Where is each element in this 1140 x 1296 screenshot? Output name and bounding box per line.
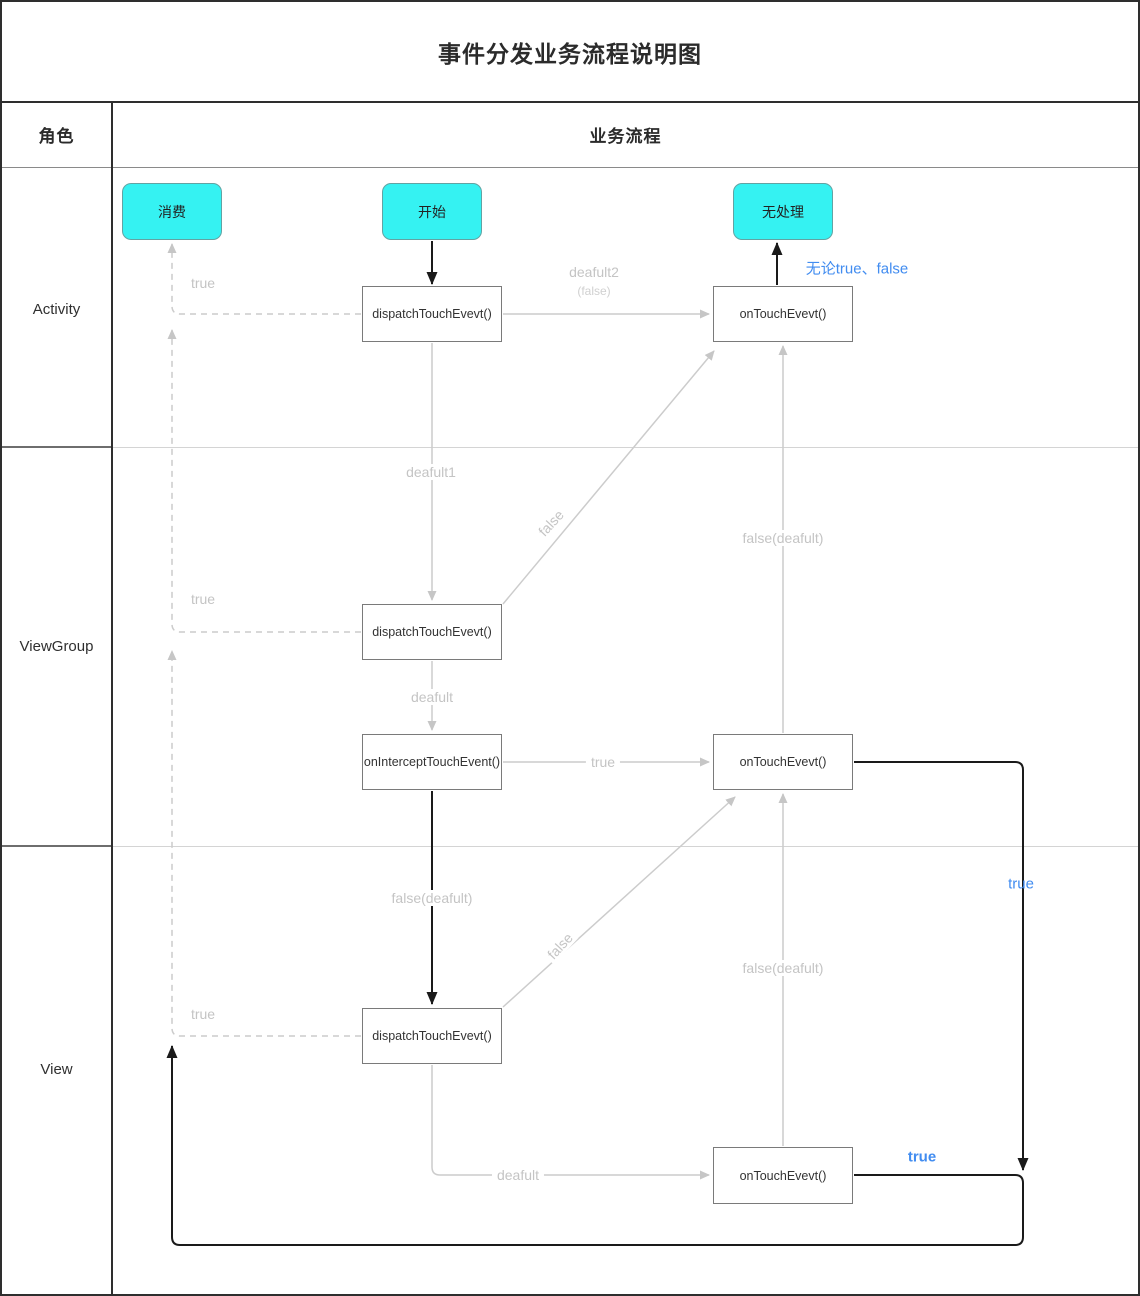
lane-divider-viewgroup-main xyxy=(113,846,1138,847)
node-viewgroup-intercept: onInterceptTouchEvent() xyxy=(362,734,502,790)
edge-view-dispatch-deafult-to-ontouch xyxy=(431,1065,710,1180)
lane-divider-viewgroup-left xyxy=(2,845,111,847)
page-title: 事件分发业务流程说明图 xyxy=(438,40,702,67)
flow-header: 业务流程 xyxy=(589,127,662,146)
edge-viewgroup-dispatch-true-up xyxy=(167,329,361,633)
role-header: 角色 xyxy=(38,127,75,146)
node-consume: 消费 xyxy=(122,183,222,240)
edge-label-deafult2-false: (false) xyxy=(577,284,611,298)
edge-label-view-true: true xyxy=(190,1006,216,1022)
edge-label-activity-false-deafult: false(deafult) xyxy=(737,530,829,546)
edge-label-true-right: true xyxy=(1008,875,1034,893)
header-divider xyxy=(2,167,1138,168)
title-divider xyxy=(2,101,1138,103)
edge-label-viewgroup-false-deafult: false(deafult) xyxy=(737,960,829,976)
edge-label-intercept-true: true xyxy=(585,754,621,770)
lane-label-viewgroup: ViewGroup xyxy=(19,637,94,655)
lane-divider-activity-left xyxy=(2,446,111,448)
lane-label-activity: Activity xyxy=(32,300,81,318)
node-view-dispatch: dispatchTouchEvevt() xyxy=(362,1008,502,1064)
node-activity-dispatch: dispatchTouchEvevt() xyxy=(362,286,502,342)
node-no-handle: 无处理 xyxy=(733,183,833,240)
edge-viewgroup-ontouch-true-loop xyxy=(854,761,1029,1171)
lane-divider-activity-main xyxy=(113,447,1138,448)
node-start: 开始 xyxy=(382,183,482,240)
edge-label-viewgroup-true: true xyxy=(190,591,216,607)
node-view-ontouch: onTouchEvevt() xyxy=(713,1147,853,1204)
lane-label-view: View xyxy=(40,1061,73,1078)
edge-label-activity-true: true xyxy=(190,275,216,291)
node-viewgroup-ontouch: onTouchEvevt() xyxy=(713,734,853,790)
edge-label-deafult1: deafult1 xyxy=(401,464,461,480)
edge-label-view-deafult: deafult xyxy=(491,1167,545,1183)
role-column-divider xyxy=(111,102,113,1294)
edge-viewgroup-dispatch-false-diagonal xyxy=(502,350,715,605)
edge-label-no-matter-true-false: 无论true、false xyxy=(805,260,909,278)
node-activity-ontouch: onTouchEvevt() xyxy=(713,286,853,342)
edge-view-ontouch-true-loop xyxy=(166,1045,1024,1246)
node-viewgroup-dispatch: dispatchTouchEvevt() xyxy=(362,604,502,660)
edge-label-true-bottom: true xyxy=(907,1148,937,1166)
edge-view-dispatch-true-up xyxy=(167,650,361,1037)
edge-label-viewgroup-deafult: deafult xyxy=(405,689,459,705)
edge-label-deafult2: deafult2 xyxy=(569,264,619,280)
edge-activity-dispatch-true-to-consume xyxy=(167,243,361,315)
edge-view-dispatch-false-diagonal xyxy=(502,796,736,1008)
edge-label-view-false-deafult: false(deafult) xyxy=(386,890,478,906)
